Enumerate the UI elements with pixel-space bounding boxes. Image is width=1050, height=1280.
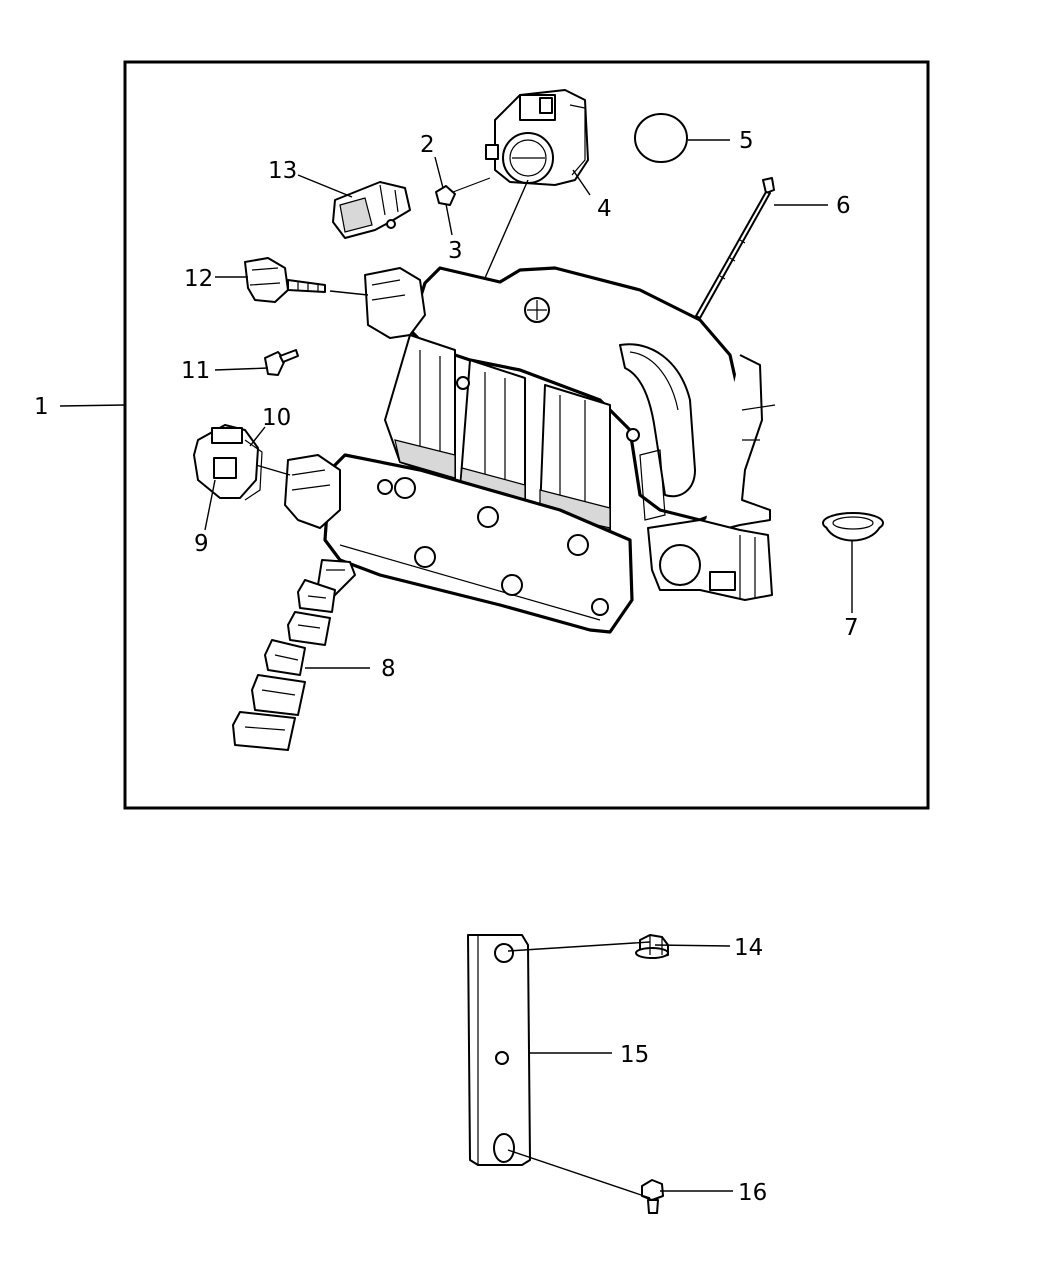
manifold-gasket (232, 559, 356, 751)
callout-10: 10 (262, 405, 291, 431)
bracket (467, 934, 531, 1166)
callout-11: 11 (181, 358, 210, 384)
sensor-12 (244, 257, 326, 303)
callout-12: 12 (184, 266, 213, 292)
callout-3: 3 (448, 238, 463, 264)
callout-15: 15 (620, 1042, 649, 1068)
seal-grommet (822, 512, 884, 542)
callout-16: 16 (738, 1180, 767, 1206)
assembly-frame (123, 60, 930, 810)
intake-manifold (284, 266, 776, 634)
callout-5: 5 (739, 128, 754, 154)
callout-8: 8 (381, 656, 396, 682)
callout-13: 13 (268, 158, 297, 184)
bolt-2 (435, 177, 491, 206)
leader-lines (59, 139, 853, 1199)
callout-7: 7 (844, 615, 859, 641)
sensor-13 (332, 181, 411, 239)
long-bolt (695, 177, 775, 319)
callout-1: 1 (34, 394, 49, 420)
callout-6: 6 (836, 193, 851, 219)
callout-4: 4 (597, 196, 612, 222)
bolt-11 (264, 349, 299, 376)
throttle-body (485, 89, 589, 186)
callout-2: 2 (420, 132, 435, 158)
callout-9: 9 (194, 531, 209, 557)
sensor-9 (193, 424, 263, 501)
callout-labels: 1 2 3 4 5 6 7 8 9 10 11 12 13 14 15 16 (34, 128, 859, 1206)
callout-14: 14 (734, 935, 763, 961)
o-ring (634, 113, 688, 163)
nut (635, 934, 669, 959)
